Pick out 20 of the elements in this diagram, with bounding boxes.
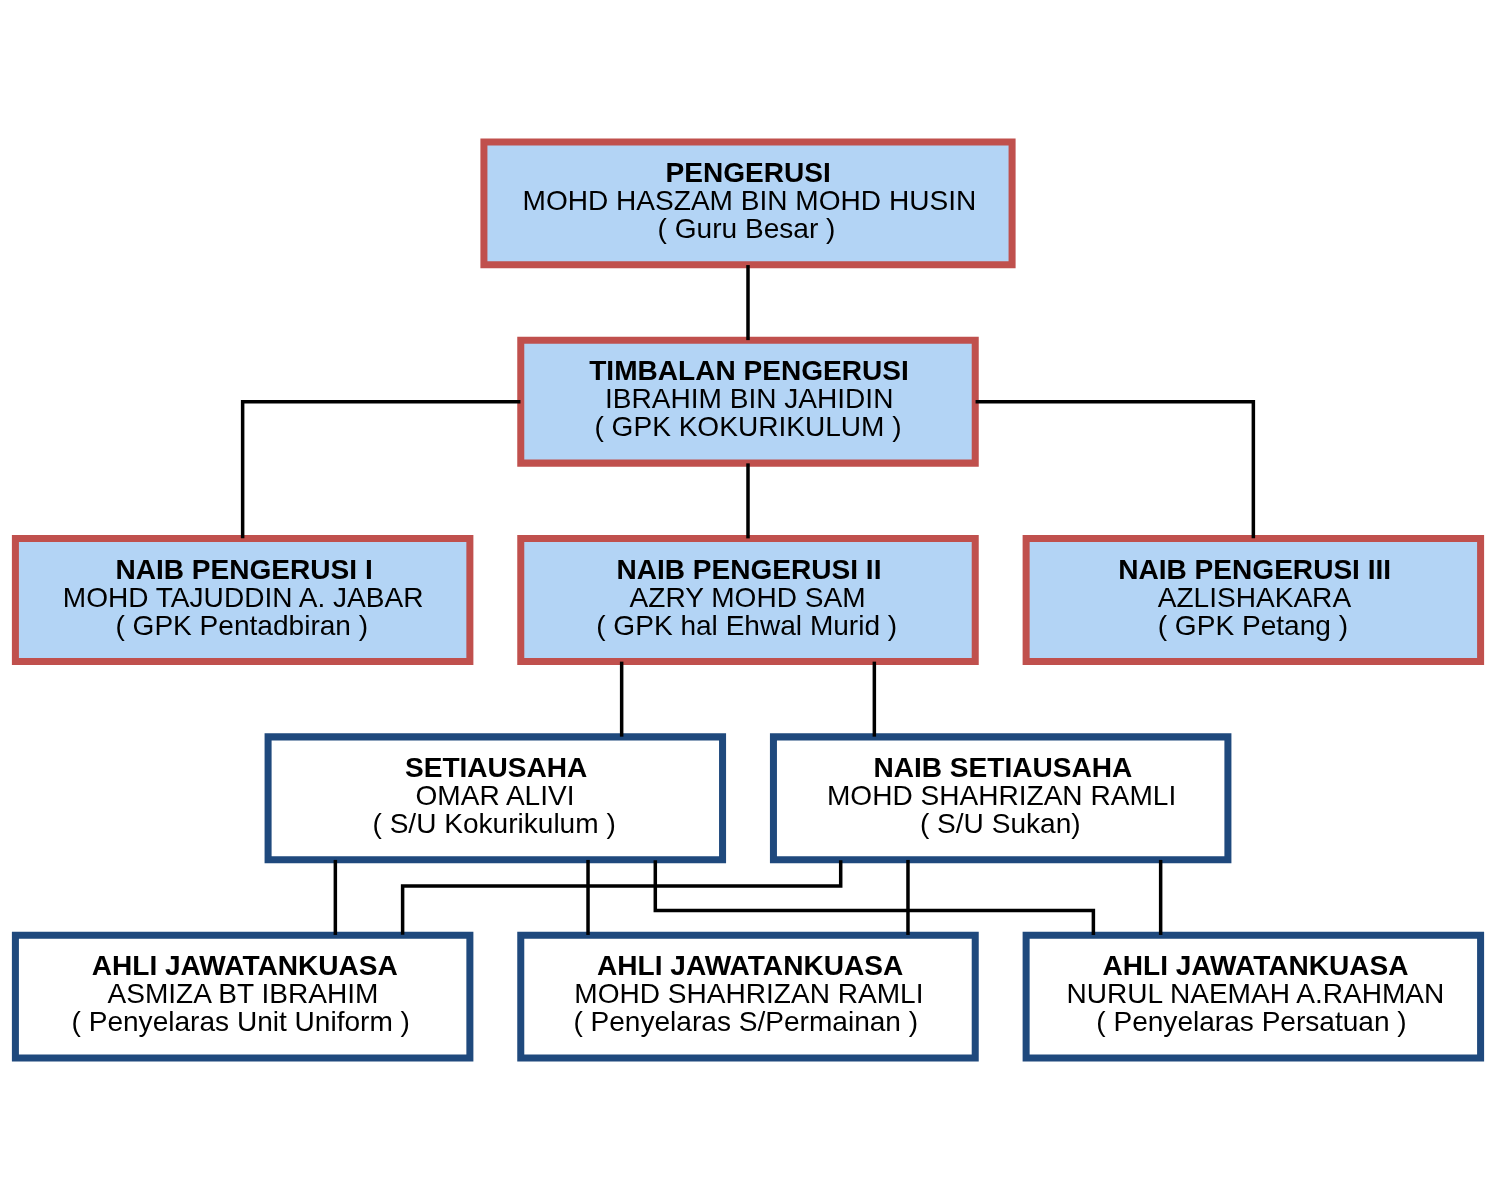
node-box: NAIB PENGERUSI III AZLISHAKARA ( GPK Petang ) xyxy=(1022,535,1485,665)
connector xyxy=(333,859,338,935)
connector xyxy=(872,661,877,737)
connector xyxy=(746,265,750,341)
connector xyxy=(586,859,590,935)
node-box: AHLI JAWATANKUASA ASMIZA BT IBRAHIM ( Penyelaras Unit Uniform ) xyxy=(11,931,474,1062)
node-box: AHLI JAWATANKUASA MOHD SHAHRIZAN RAMLI ( Penyelaras S/Permainan ) xyxy=(517,931,979,1062)
node-box: PENGERUSI MOHD HASZAM BIN MOHD HUSIN ( Guru Besar ) xyxy=(480,138,1016,269)
connector xyxy=(240,399,521,539)
connector xyxy=(975,399,1256,539)
node-box: NAIB PENGERUSI I MOHD TAJUDDIN A. JABAR ( GPK Pentadbiran ) xyxy=(11,535,474,665)
node-box: SETIAUSAHA OMAR ALIVI ( S/U Kokurikulum ) xyxy=(264,733,727,864)
connector xyxy=(1158,859,1163,935)
connector xyxy=(906,859,910,935)
node-box: TIMBALAN PENGERUSI IBRAHIM BIN JAHIDIN ( GPK KOKURIKULUM ) xyxy=(517,336,979,467)
node-box: NAIB PENGERUSI II AZRY MOHD SAM ( GPK hal Ehwal Murid ) xyxy=(517,535,979,665)
connector xyxy=(619,661,624,737)
node-box: NAIB SETIAUSAHA MOHD SHAHRIZAN RAMLI ( S/U Sukan) xyxy=(769,733,1232,864)
node-box: AHLI JAWATANKUASA NURUL NAEMAH A.RAHMAN ( Penyelaras Persatuan ) xyxy=(1022,931,1485,1062)
connector xyxy=(746,463,750,539)
